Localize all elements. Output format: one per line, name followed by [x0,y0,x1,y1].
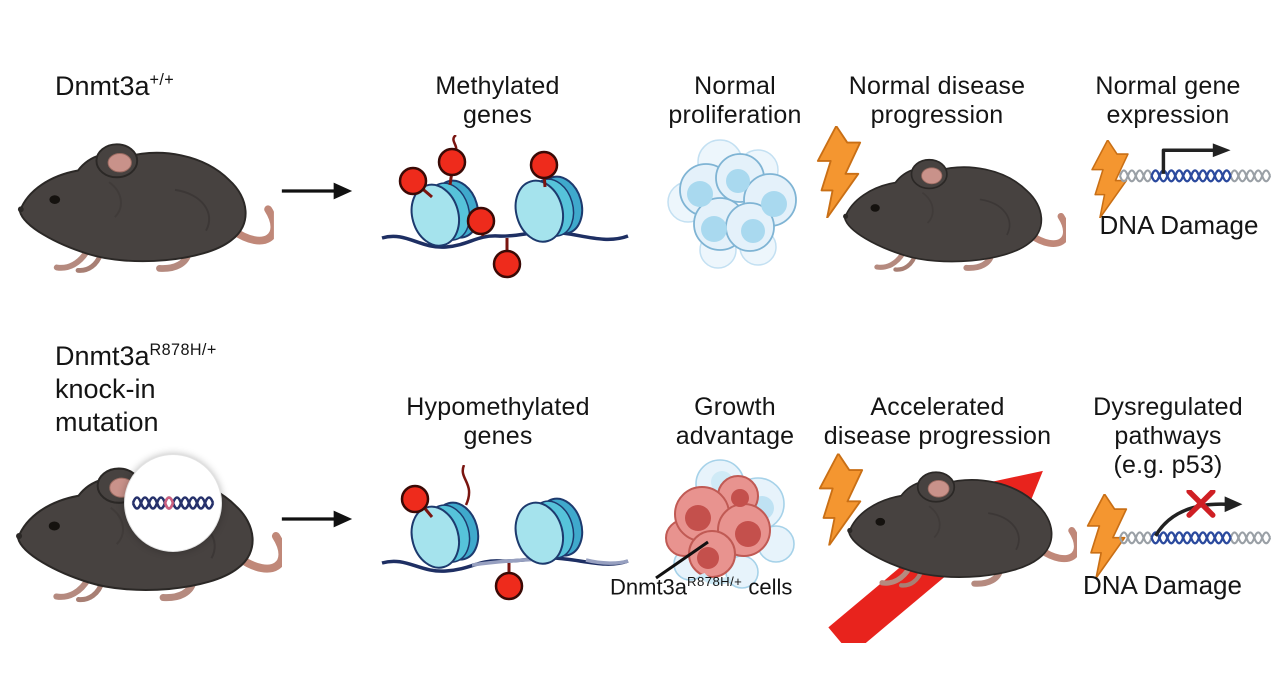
hypomethylated-genes-illustration [381,465,629,601]
title-line: (e.g. p53) [1113,451,1223,479]
dna-zoom-circle [124,454,222,552]
normal-gene-expression-title: Normal gene expression [1072,72,1264,130]
active-gene-illustration [1118,143,1272,183]
mutant-cells-label-base: Dnmt3a [610,574,688,600]
title-line: Growth [694,393,776,421]
wildtype-genotype-base: Dnmt3a [55,71,150,101]
wildtype-mouse-illustration [12,122,274,282]
red-methyl-circle [529,150,559,180]
promoter-arrow-icon [1161,148,1215,174]
title-line: Hypomethylated [406,393,590,421]
title-line: pathways [1114,422,1222,450]
title-line: genes [462,101,533,129]
title-line: genes [463,422,533,450]
red-methyl-circle [494,571,524,601]
mutant-genotype-line1: Dnmt3aR878H/+ [55,340,217,373]
nucleosome-disks [410,501,480,569]
hypomethylated-genes-title: Hypomethylated genes [388,393,608,451]
mutant-cell-cluster [665,459,795,589]
dna-damage-label: DNA Damage [1083,570,1242,600]
wildtype-genotype-label: Dnmt3a+/+ [55,70,174,103]
title-line: Normal gene [1095,72,1241,100]
nucleosome-disks [514,497,584,565]
nucleosome-disks [514,175,584,243]
wildtype-genotype-superscript: +/+ [149,71,175,89]
growth-advantage-title: Growth advantage [645,393,825,451]
title-line: proliferation [668,101,802,129]
cells-pointer-line [655,540,709,580]
title-line: progression [870,101,1004,129]
title-line: Normal [694,72,776,100]
lightning-bolt-icon [818,452,864,547]
title-line: Methylated [435,72,560,100]
red-methyl-circle [437,147,467,177]
mutant-cells-label-suffix: cells [742,574,793,600]
red-methyl-circle [400,484,430,514]
mutant-genotype-superscript: R878H/+ [149,341,217,359]
methylated-genes-title: Methylated genes [400,72,595,130]
right-arrow-icon [280,178,354,204]
mutant-genotype-base: Dnmt3a [55,341,150,371]
title-line: Normal disease [848,72,1026,100]
title-line: Dysregulated [1093,393,1243,421]
right-arrow-icon [280,506,354,532]
normal-disease-title: Normal disease progression [822,72,1052,130]
dna-damage-label: DNA Damage [1099,210,1259,240]
mutant-cells-label: Dnmt3aR878H/+ cells [610,574,792,600]
title-line: expression [1106,101,1230,129]
mutant-disease-mouse-illustration [842,452,1077,596]
mutant-cells-label-superscript: R878H/+ [687,574,743,589]
dysregulated-pathways-title: Dysregulated pathways (e.g. p53) [1072,393,1264,480]
blocked-transcription-arrow [1154,502,1227,537]
title-line: Accelerated [870,393,1005,421]
title-line: disease progression [823,422,1052,450]
mutant-genotype-line2: knock-in [55,373,156,404]
mutant-genotype-label: Dnmt3aR878H/+ knock-in mutation [55,340,217,439]
mutant-dna-helix-icon [131,496,215,510]
wildtype-disease-mouse-illustration [838,140,1066,280]
red-methyl-circle [492,249,522,279]
red-methyl-circle [466,206,496,236]
mutant-genotype-line3: mutation [55,406,159,437]
red-x-icon [1186,490,1216,518]
red-methyl-circle [398,166,428,196]
blocked-gene-illustration [1118,490,1272,545]
nucleosome-disks [410,179,480,247]
title-line: advantage [675,422,795,450]
normal-proliferation-title: Normal proliferation [640,72,830,130]
accelerated-disease-title: Accelerated disease progression [815,393,1060,451]
normal-cell-cluster [667,139,797,269]
mutation-site [163,496,175,510]
methylated-genes-illustration [381,135,629,279]
